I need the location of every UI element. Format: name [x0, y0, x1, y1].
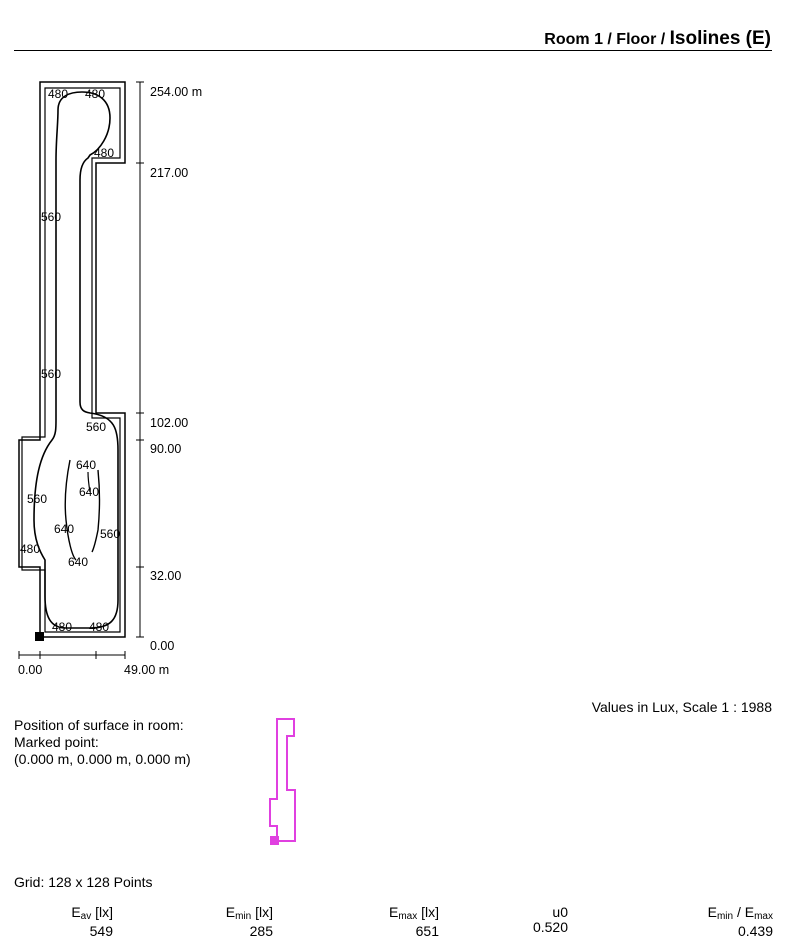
position-info: Position of surface in room: Marked poin… [14, 717, 191, 768]
title-prefix: Room 1 / Floor / [544, 31, 670, 48]
y-label: 90.00 [150, 442, 181, 456]
y-label: 32.00 [150, 569, 181, 583]
isoline-label: 480 [85, 87, 105, 101]
page-title: Room 1 / Floor / Isolines (E) [544, 28, 771, 50]
isoline-label: 480 [20, 542, 40, 556]
isoline-480-outer [21, 87, 121, 633]
stat-emin-value: 285 [249, 923, 273, 939]
isoline-560 [33, 91, 119, 629]
header-divider [14, 50, 772, 51]
isoline-label: 640 [54, 522, 74, 536]
stat-emax: Emax [lx] 651 [355, 905, 439, 939]
isoline-label: 560 [27, 492, 47, 506]
title-main: Isolines (E) [669, 28, 771, 49]
locator-thumbnail [269, 718, 296, 845]
isoline-label: 560 [41, 210, 61, 224]
isoline-label: 480 [89, 620, 109, 634]
y-label: 102.00 [150, 416, 188, 430]
stat-emax-label: Emax [lx] [388, 904, 439, 923]
stat-eav-label: Eav [lx] [71, 904, 113, 923]
isoline-640-left [64, 459, 77, 561]
stat-ratio-value: 0.439 [737, 923, 773, 939]
isoline-label: 560 [100, 527, 120, 541]
isoline-640-right [91, 469, 101, 553]
isoline-label: 640 [68, 555, 88, 569]
marked-point-label: Marked point: [14, 734, 99, 750]
isoline-640-inner [87, 471, 91, 493]
stat-eav: Eav [lx] 549 [40, 905, 113, 939]
isoline-label: 560 [41, 367, 61, 381]
locator-outline [269, 718, 296, 842]
isoline-label: 640 [76, 458, 96, 472]
stat-eav-value: 549 [89, 923, 113, 939]
isoline-label: 560 [86, 420, 106, 434]
locator-marker [270, 836, 279, 845]
grid-info: Grid: 128 x 128 Points [14, 874, 153, 890]
marked-point-coords: (0.000 m, 0.000 m, 0.000 m) [14, 751, 191, 767]
room-outline [18, 81, 126, 638]
stat-emin-label: Emin [lx] [225, 904, 273, 923]
isoline-label: 480 [52, 620, 72, 634]
stat-u0-label: u0 [552, 904, 568, 920]
origin-marker [35, 632, 44, 641]
x-label: 0.00 [18, 663, 42, 677]
stat-u0: u0 0.520 [500, 905, 568, 935]
position-title: Position of surface in room: [14, 717, 184, 733]
y-label: 254.00 m [150, 85, 202, 99]
isoline-label: 480 [48, 87, 68, 101]
stat-emax-value: 651 [415, 923, 439, 939]
stat-emin: Emin [lx] 285 [190, 905, 273, 939]
isoline-label: 480 [94, 146, 114, 160]
isoline-plan: 254.00 m 217.00 102.00 90.00 32.00 0.00 … [18, 81, 202, 677]
isoline-label: 640 [79, 485, 99, 499]
y-label: 0.00 [150, 639, 174, 653]
stat-ratio: Emin / Emax 0.439 [640, 905, 773, 939]
x-label: 49.00 m [124, 663, 169, 677]
scale-note: Values in Lux, Scale 1 : 1988 [591, 699, 772, 715]
stat-u0-value: 0.520 [532, 919, 568, 935]
y-label: 217.00 [150, 166, 188, 180]
stat-ratio-label: Emin / Emax [707, 904, 773, 923]
